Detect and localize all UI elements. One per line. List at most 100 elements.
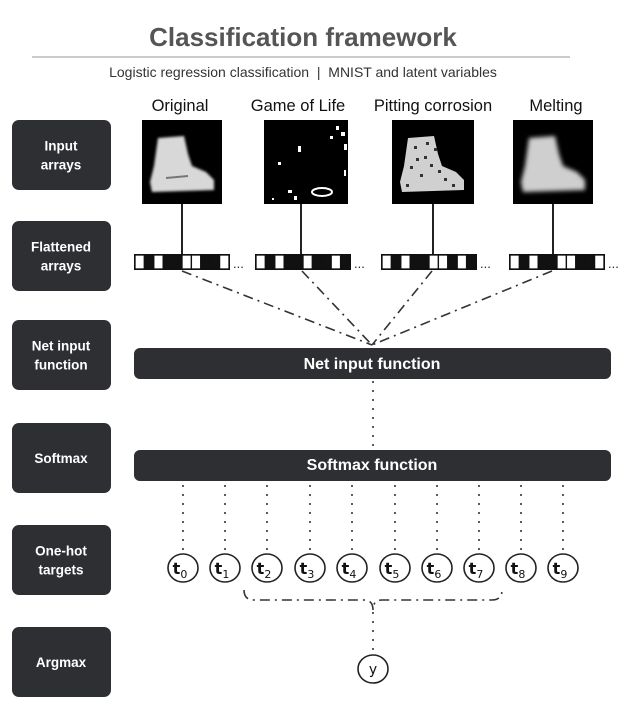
- target-label: t5: [385, 559, 400, 581]
- row-label-net-input-function-line: function: [34, 358, 87, 373]
- target-symbol: t: [342, 559, 350, 578]
- array-cell: [546, 254, 558, 270]
- softmax-function-bar: Softmax function: [134, 450, 611, 481]
- array-cell: [465, 254, 477, 270]
- row-label-one-hot-targets-line: One-hot: [35, 544, 87, 559]
- target-t0: t0: [167, 485, 199, 583]
- array-cell: [302, 254, 314, 270]
- target-label: t0: [173, 559, 188, 581]
- target-index: 8: [518, 568, 525, 581]
- array-cell: [134, 254, 146, 270]
- target-index: 9: [560, 568, 567, 581]
- target-label: t9: [553, 559, 568, 581]
- array-cell: [584, 254, 596, 270]
- target-t9: t9: [547, 485, 579, 583]
- target-index: 7: [476, 568, 483, 581]
- boot-game-of-life-image: [264, 120, 348, 204]
- row-label-argmax-line: Argmax: [36, 655, 87, 670]
- target-index: 4: [349, 568, 356, 581]
- target-circle: [251, 553, 283, 583]
- target-symbol: t: [385, 559, 393, 578]
- boot-melting-image: [513, 120, 593, 204]
- array-cell: [321, 254, 332, 270]
- flattened-arrays: ............: [134, 254, 619, 271]
- target-label: t1: [215, 559, 230, 581]
- array-cell: [565, 254, 577, 270]
- target-label: t6: [427, 559, 442, 581]
- net-input-function-bar: Net input function: [134, 348, 611, 379]
- array-cell: [181, 254, 193, 270]
- target-t8: t8: [505, 485, 537, 583]
- array-cell: [437, 254, 449, 270]
- target-label: t3: [300, 559, 315, 581]
- target-index: 3: [307, 568, 314, 581]
- target-circle: [547, 553, 579, 583]
- target-symbol: t: [427, 559, 435, 578]
- array-ellipsis: ...: [608, 256, 619, 271]
- flattened-array-0: ...: [134, 254, 244, 271]
- target-symbol: t: [553, 559, 561, 578]
- target-circle: [463, 553, 495, 583]
- array-cell: [593, 254, 605, 270]
- flattened-array-1: ...: [255, 254, 365, 271]
- converging-lines: [181, 270, 553, 346]
- target-t5: t5: [379, 485, 411, 583]
- target-symbol: t: [511, 559, 519, 578]
- array-ellipsis: ...: [480, 256, 491, 271]
- array-cell: [575, 254, 586, 270]
- row-label-one-hot-targets: One-hot targets: [12, 525, 111, 595]
- target-circle: [294, 553, 326, 583]
- array-cell: [400, 254, 411, 270]
- row-label-input-arrays-line: Input: [45, 139, 78, 154]
- target-circle: [421, 553, 453, 583]
- net-input-function-label: Net input function: [304, 356, 441, 373]
- array-cell: [447, 254, 458, 270]
- array-cell: [528, 254, 539, 270]
- target-circle: [336, 553, 368, 583]
- row-label-net-input-function-line: Net input: [32, 339, 91, 354]
- softmax-function-label: Softmax function: [307, 457, 438, 474]
- boot-original-image: [142, 120, 222, 204]
- target-index: 2: [264, 568, 271, 581]
- target-index: 5: [392, 568, 399, 581]
- row-label-one-hot-targets-line: targets: [38, 563, 83, 578]
- array-cell: [162, 254, 174, 270]
- array-cell: [190, 254, 202, 270]
- target-symbol: t: [300, 559, 308, 578]
- target-circle: [379, 553, 411, 583]
- row-label-flattened-arrays-line: Flattened: [31, 240, 91, 255]
- array-cell: [339, 254, 351, 270]
- array-cell: [255, 254, 267, 270]
- array-cell: [330, 254, 342, 270]
- output-y-label: y: [369, 662, 377, 678]
- array-cell: [153, 254, 164, 270]
- target-symbol: t: [173, 559, 181, 578]
- array-cell: [428, 254, 440, 270]
- column-titles: Original Game of Life Pitting corrosion …: [152, 97, 583, 115]
- target-t7: t7: [463, 485, 495, 583]
- array-cell: [283, 254, 295, 270]
- column-title-melting: Melting: [529, 97, 582, 115]
- array-cell: [390, 254, 402, 270]
- target-label: t4: [342, 559, 357, 581]
- array-cell: [556, 254, 568, 270]
- target-t6: t6: [421, 485, 453, 583]
- array-cell: [218, 254, 230, 270]
- array-cell: [409, 254, 421, 270]
- target-index: 6: [434, 568, 441, 581]
- array-ellipsis: ...: [233, 256, 244, 271]
- target-circle: [505, 553, 537, 583]
- array-cell: [264, 254, 276, 270]
- array-cell: [381, 254, 393, 270]
- flattened-array-2: ...: [381, 254, 491, 271]
- target-circle: [167, 553, 199, 583]
- target-symbol: t: [257, 559, 265, 578]
- target-label: t8: [511, 559, 526, 581]
- target-t4: t4: [336, 485, 368, 583]
- array-cell: [509, 254, 521, 270]
- row-label-flattened-arrays-line: arrays: [41, 259, 82, 274]
- boot-pitting-corrosion-image: [392, 120, 474, 204]
